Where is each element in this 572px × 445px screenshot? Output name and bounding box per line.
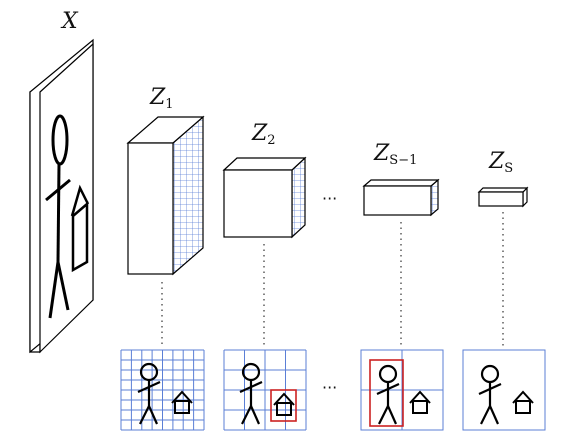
output-grid-zs-1 — [360, 349, 444, 431]
feature-block-zs-1: ZS−1 — [362, 141, 440, 217]
highlight-box — [270, 389, 297, 422]
house-icon — [171, 390, 193, 414]
feature-block-z2: Z2 — [222, 121, 307, 239]
zs-1-label: ZS−1 — [373, 141, 417, 168]
ellipsis-bottom: ··· — [322, 378, 337, 397]
feature-block-zs: ZS — [477, 149, 529, 208]
house-icon — [409, 390, 431, 414]
stick-figure-icon — [45, 114, 71, 319]
output-grid-z2 — [223, 349, 307, 431]
zs-label: ZS — [488, 149, 513, 176]
house-icon — [70, 184, 90, 273]
z1-label: Z1 — [149, 85, 174, 112]
stick-figure-icon — [478, 364, 502, 425]
connectors — [161, 212, 504, 346]
feature-block-z1: Z1 — [126, 85, 205, 276]
house-icon — [512, 390, 534, 414]
output-grid-zs — [462, 349, 546, 431]
house-icon — [273, 392, 295, 416]
stick-figure-icon — [239, 362, 263, 425]
output-grid-z1 — [120, 349, 205, 431]
stick-figure-icon — [137, 362, 161, 425]
highlight-box — [369, 359, 404, 427]
input-label: X — [60, 9, 79, 34]
input-image-panel: X — [29, 9, 94, 354]
ellipsis-top: ··· — [322, 189, 337, 208]
z2-label: Z2 — [251, 121, 276, 148]
stick-figure-icon — [376, 364, 400, 425]
